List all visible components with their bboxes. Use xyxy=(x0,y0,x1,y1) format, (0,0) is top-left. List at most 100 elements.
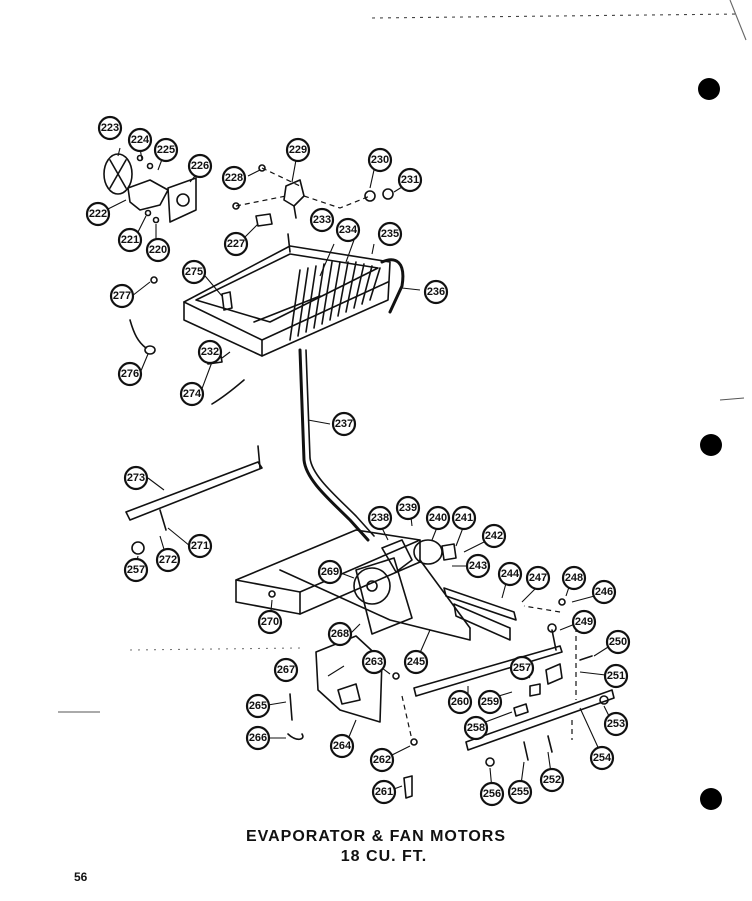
callout-242: 242 xyxy=(481,523,507,549)
callout-273: 273 xyxy=(123,465,149,491)
callout-238: 238 xyxy=(367,505,393,531)
svg-text:247: 247 xyxy=(529,572,547,584)
svg-text:237: 237 xyxy=(335,418,353,430)
callout-244: 244 xyxy=(497,561,523,587)
callout-223: 223 xyxy=(97,115,123,141)
page-number: 56 xyxy=(74,870,88,884)
callout-271: 271 xyxy=(187,533,213,559)
callout-220: 220 xyxy=(145,237,171,263)
svg-text:245: 245 xyxy=(407,656,425,668)
svg-text:269: 269 xyxy=(321,566,339,578)
callout-237: 237 xyxy=(331,411,357,437)
callout-268: 268 xyxy=(327,621,353,647)
callout-249: 249 xyxy=(571,609,597,635)
fan-motor-240 xyxy=(413,539,443,565)
clip-266 xyxy=(287,733,304,741)
svg-text:230: 230 xyxy=(371,154,389,166)
fan-269 xyxy=(353,567,391,605)
binder-hole-bottom xyxy=(700,788,722,810)
callout-256: 256 xyxy=(479,781,505,807)
svg-text:246: 246 xyxy=(595,586,613,598)
clip-227 xyxy=(255,213,273,227)
svg-text:252: 252 xyxy=(543,774,561,786)
screw-255 xyxy=(523,741,529,761)
svg-text:266: 266 xyxy=(249,732,267,744)
svg-text:272: 272 xyxy=(159,554,177,566)
svg-text:229: 229 xyxy=(289,144,307,156)
callout-252: 252 xyxy=(539,767,565,793)
callout-277: 277 xyxy=(109,283,135,309)
svg-text:258: 258 xyxy=(467,722,485,734)
callout-227: 227 xyxy=(223,231,249,257)
svg-text:220: 220 xyxy=(149,244,167,256)
bracket-244 xyxy=(443,587,517,621)
callout-246: 246 xyxy=(591,579,617,605)
spacer-265 xyxy=(289,693,293,721)
svg-text:239: 239 xyxy=(399,502,417,514)
binder-hole-middle xyxy=(700,434,722,456)
svg-text:255: 255 xyxy=(511,786,529,798)
svg-text:271: 271 xyxy=(191,540,209,552)
tube-236 xyxy=(380,258,405,314)
svg-text:231: 231 xyxy=(401,174,419,186)
svg-text:225: 225 xyxy=(157,144,175,156)
fan-blade-238 xyxy=(381,539,413,573)
callout-248: 248 xyxy=(561,565,587,591)
callout-269: 269 xyxy=(317,559,343,585)
svg-text:240: 240 xyxy=(429,512,447,524)
svg-text:261: 261 xyxy=(375,786,393,798)
callout-234: 234 xyxy=(335,217,361,243)
bracket-247 xyxy=(453,603,511,641)
callout-222: 222 xyxy=(85,201,111,227)
svg-text:227: 227 xyxy=(227,238,245,250)
svg-text:262: 262 xyxy=(373,754,391,766)
callout-266: 266 xyxy=(245,725,271,751)
shroud-268 xyxy=(355,557,413,635)
callout-257-left: 257 xyxy=(123,557,149,583)
svg-text:254: 254 xyxy=(593,752,612,764)
svg-text:228: 228 xyxy=(225,172,243,184)
washer-257-left xyxy=(131,541,145,555)
svg-text:238: 238 xyxy=(371,512,389,524)
nut-231 xyxy=(382,188,394,200)
clip-275 xyxy=(221,291,233,311)
callout-254: 254 xyxy=(589,745,615,771)
svg-text:256: 256 xyxy=(483,788,501,800)
screw-252 xyxy=(547,735,553,753)
binder-hole-top xyxy=(698,78,720,100)
svg-text:242: 242 xyxy=(485,530,503,542)
callout-263: 263 xyxy=(361,649,387,675)
svg-text:270: 270 xyxy=(261,616,279,628)
svg-text:250: 250 xyxy=(609,636,627,648)
callout-255: 255 xyxy=(507,779,533,805)
clip-259 xyxy=(529,683,541,697)
scan-artifact xyxy=(371,0,747,41)
callout-239: 239 xyxy=(395,495,421,521)
clip-257-right xyxy=(545,663,563,685)
callout-261: 261 xyxy=(371,779,397,805)
svg-text:277: 277 xyxy=(113,290,131,302)
callout-240: 240 xyxy=(425,505,451,531)
svg-text:236: 236 xyxy=(427,286,445,298)
callout-247: 247 xyxy=(525,565,551,591)
svg-text:224: 224 xyxy=(131,134,150,146)
switch-assembly xyxy=(232,164,394,227)
svg-text:249: 249 xyxy=(575,616,593,628)
svg-text:248: 248 xyxy=(565,572,583,584)
fan-motor-226 xyxy=(167,177,197,223)
callout-265: 265 xyxy=(245,693,271,719)
spring-271 xyxy=(159,509,167,531)
callout-270: 270 xyxy=(257,609,283,635)
callout-225: 225 xyxy=(153,137,179,163)
callout-275: 275 xyxy=(181,259,207,285)
drain-tube-237 xyxy=(298,348,375,542)
callout-233: 233 xyxy=(309,207,335,233)
svg-text:273: 273 xyxy=(127,472,145,484)
screw-262 xyxy=(410,738,418,746)
svg-text:260: 260 xyxy=(451,696,469,708)
svg-text:264: 264 xyxy=(333,740,352,752)
svg-text:274: 274 xyxy=(183,388,202,400)
svg-text:253: 253 xyxy=(607,718,625,730)
callout-221: 221 xyxy=(117,227,143,253)
